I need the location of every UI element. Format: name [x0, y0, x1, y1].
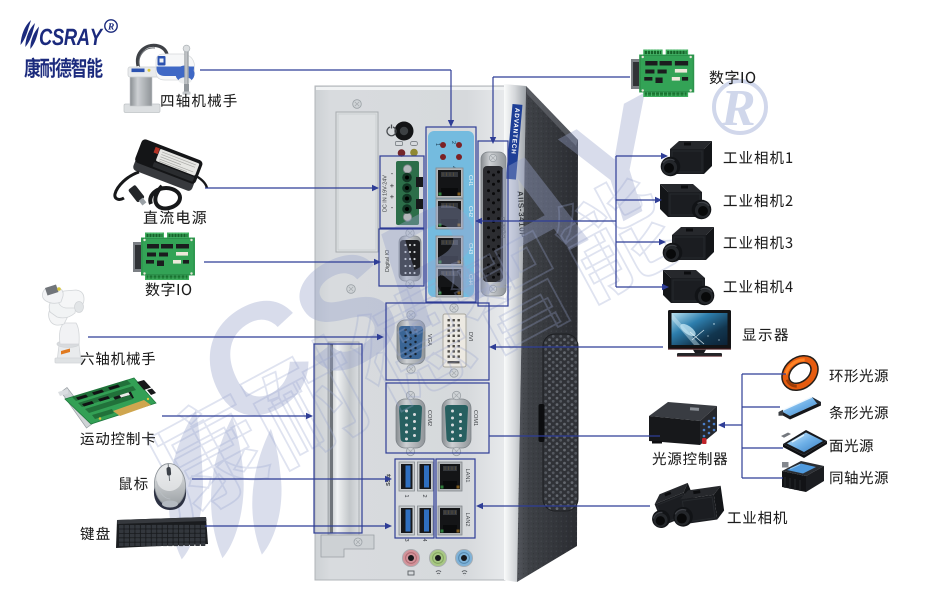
svg-text:1: 1: [434, 143, 440, 146]
svg-text:-: -: [391, 203, 394, 212]
svg-text:3: 3: [403, 539, 409, 542]
svg-text:CH2: CH2: [467, 206, 473, 217]
svg-text:Digital IO: Digital IO: [385, 250, 391, 272]
svg-text:4: 4: [421, 539, 427, 542]
svg-text:1: 1: [403, 495, 409, 498]
svg-text:CH4: CH4: [467, 274, 473, 285]
svg-text:LAN2: LAN2: [464, 513, 470, 527]
svg-text:VGA: VGA: [426, 334, 432, 346]
svg-text:+: +: [390, 192, 395, 201]
svg-text:COM1: COM1: [472, 410, 478, 426]
svg-text:DC IN 19V-24V: DC IN 19V-24V: [383, 175, 389, 212]
svg-text:CH3: CH3: [467, 243, 473, 254]
svg-text:2: 2: [450, 141, 456, 144]
svg-text:ADVANTECH: ADVANTECH: [509, 108, 520, 155]
svg-text:2: 2: [421, 495, 427, 498]
svg-text:+: +: [390, 181, 395, 190]
svg-text:4: 4: [450, 166, 456, 169]
svg-text:COM2: COM2: [426, 410, 432, 426]
svg-text:LAN1: LAN1: [464, 469, 470, 483]
svg-text:DVI: DVI: [467, 332, 473, 342]
svg-text:-: -: [391, 169, 394, 178]
svg-text:AIIS-3410P: AIIS-3410P: [516, 191, 527, 239]
svg-text:CH1: CH1: [467, 175, 473, 186]
svg-text:Digital IO: Digital IO: [501, 217, 507, 238]
